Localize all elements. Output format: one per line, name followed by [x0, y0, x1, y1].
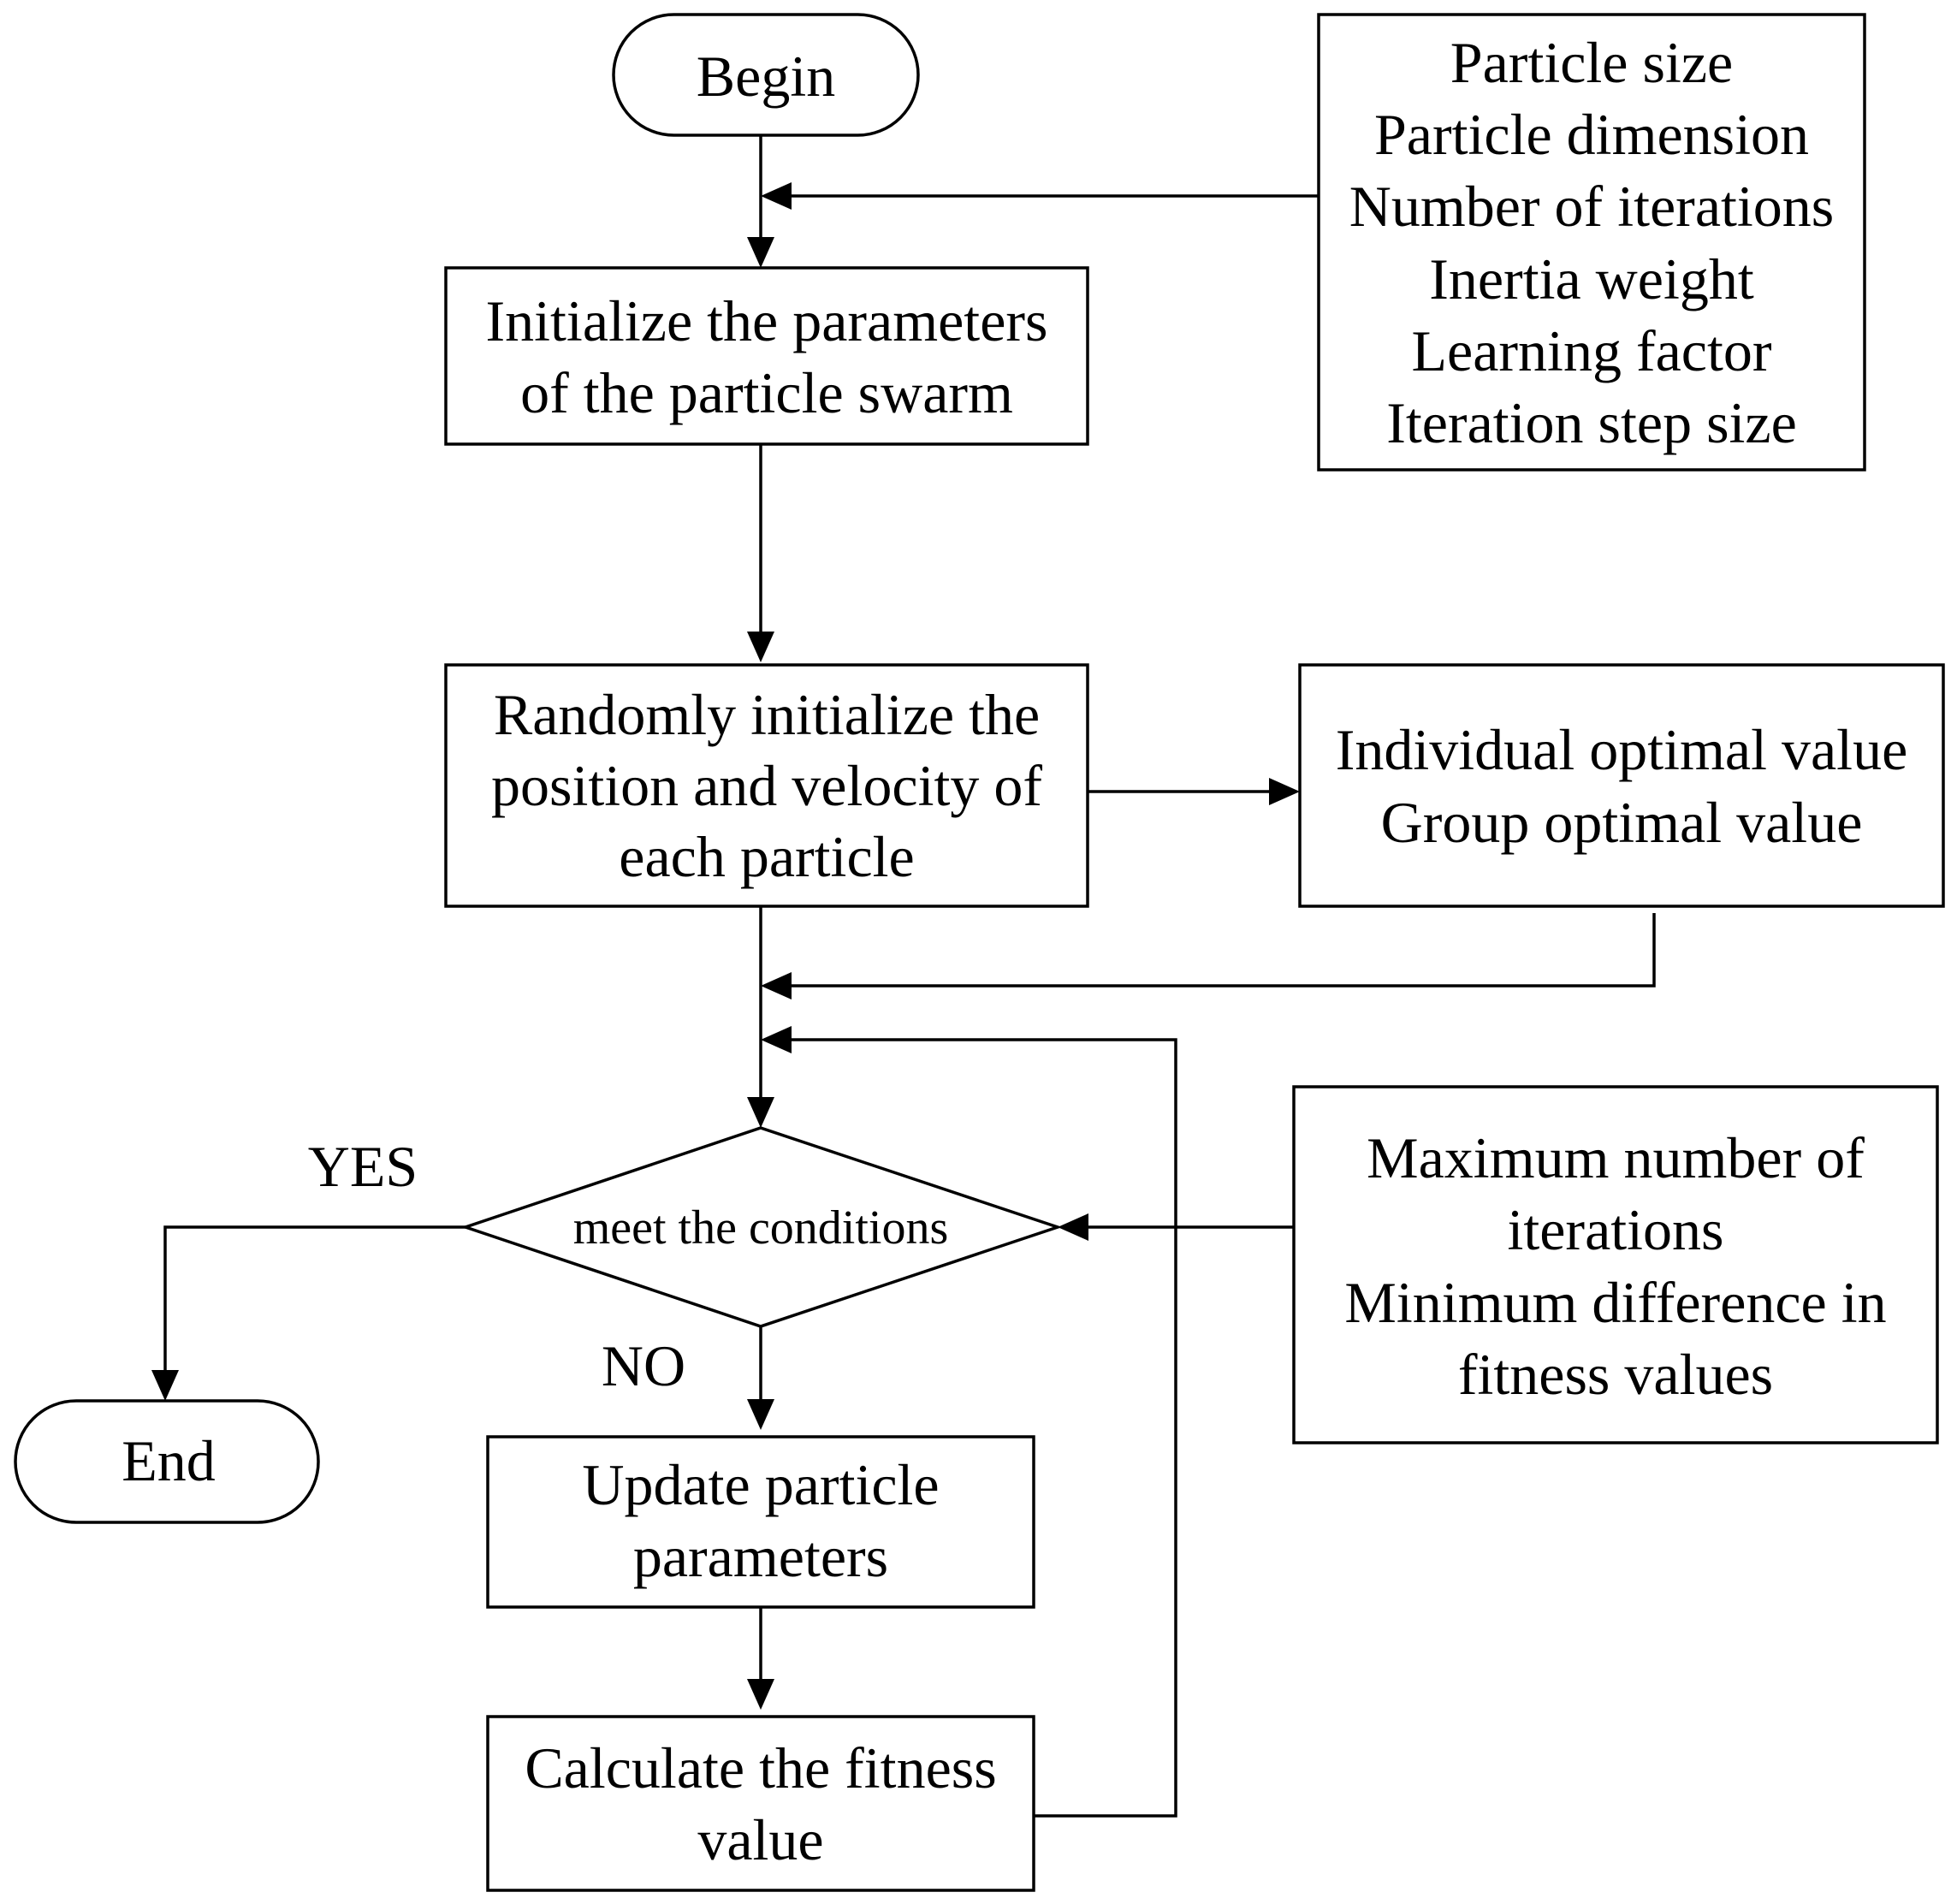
end-terminal	[14, 1399, 320, 1524]
params-line: Inertia weight	[1429, 246, 1754, 311]
decision-diamond	[460, 1126, 1063, 1328]
update-line: Update particle	[582, 1452, 939, 1517]
optimal-feedback-line	[783, 913, 1656, 988]
arrow-left-params	[761, 182, 792, 210]
random-init-text: Randomly initialize the position and vel…	[491, 682, 1042, 889]
arrow-down-decision	[747, 1097, 774, 1128]
optimal-box	[1298, 663, 1945, 908]
params-line: Number of iterations	[1349, 174, 1835, 239]
arrow-down-update	[747, 1399, 774, 1430]
init-params-line: Initialize the parameters	[486, 288, 1048, 353]
stop-criteria-text: Maximum number of iterations Minimum dif…	[1344, 1125, 1886, 1407]
params-line: Particle size	[1450, 30, 1733, 95]
fitness-line: value	[697, 1807, 823, 1872]
arrow-left-optimal-feedback	[761, 972, 792, 999]
arrow-heads	[151, 182, 1300, 1710]
optimal-line: Group optimal value	[1381, 790, 1863, 855]
arrow-left-stop	[1058, 1213, 1088, 1241]
stop-criteria-line: iterations	[1507, 1197, 1723, 1262]
params-line: Particle dimension	[1374, 102, 1809, 167]
begin-terminal	[612, 13, 920, 137]
fitness-box	[486, 1715, 1035, 1892]
stop-criteria-box	[1292, 1085, 1939, 1444]
optimal-box-text: Individual optimal value Group optimal v…	[1336, 717, 1908, 855]
arrow-down-random	[747, 632, 774, 662]
stop-criteria-line: fitness values	[1458, 1342, 1773, 1407]
yes-label: YES	[308, 1134, 418, 1199]
init-params-box	[444, 266, 1089, 446]
random-init-line: Randomly initialize the	[494, 682, 1040, 747]
begin-label: Begin	[697, 44, 835, 109]
random-init-box	[444, 663, 1089, 908]
end-label: End	[122, 1428, 216, 1493]
params-box	[1317, 13, 1866, 472]
stop-criteria-line: Minimum difference in	[1344, 1270, 1886, 1335]
optimal-line: Individual optimal value	[1336, 717, 1908, 782]
fitness-text: Calculate the fitness value	[525, 1735, 996, 1872]
fitness-loop-line	[783, 1038, 1177, 1818]
stop-criteria-line: Maximum number of	[1367, 1125, 1865, 1190]
random-init-line: each particle	[619, 824, 914, 889]
update-text: Update particle parameters	[582, 1452, 939, 1589]
no-label: NO	[602, 1333, 685, 1398]
arrow-down-fitness	[747, 1679, 774, 1710]
arrow-right-optimal	[1269, 778, 1300, 805]
arrow-down-end	[151, 1370, 179, 1401]
update-box	[486, 1435, 1035, 1609]
params-line: Iteration step size	[1386, 390, 1797, 455]
update-line: parameters	[633, 1524, 888, 1589]
arrow-down-init	[747, 237, 774, 268]
init-params-text: Initialize the parameters of the particl…	[486, 288, 1048, 425]
fitness-line: Calculate the fitness	[525, 1735, 996, 1800]
yes-branch-line	[163, 1225, 466, 1373]
params-box-text: Particle size Particle dimension Number …	[1349, 30, 1835, 455]
decision-label: meet the conditions	[573, 1201, 949, 1255]
arrow-left-fitness-loop	[761, 1026, 792, 1053]
params-line: Learning factor	[1412, 318, 1772, 383]
init-params-line: of the particle swarm	[520, 360, 1013, 425]
connectors	[163, 135, 1656, 1818]
random-init-line: position and velocity of	[491, 753, 1042, 818]
